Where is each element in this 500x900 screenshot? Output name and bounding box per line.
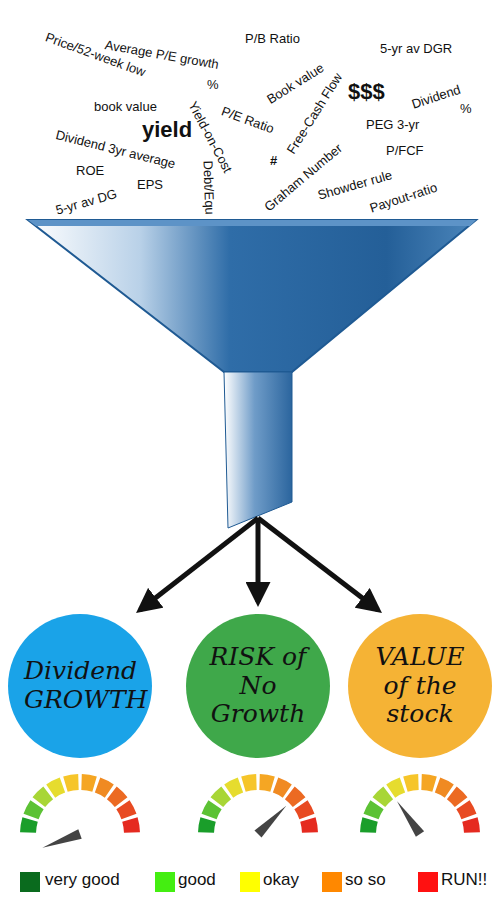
gauge-segment: [81, 774, 97, 792]
gauge-segment: [20, 817, 38, 833]
legend-text: so so: [345, 870, 386, 890]
gauge-needle: [42, 829, 81, 847]
circle-text: RISK of No Growth: [198, 643, 318, 729]
gauge-segment: [198, 817, 216, 833]
metric-word: 5-yr av DGR: [380, 42, 452, 55]
circle-text: VALUE of the stock: [361, 643, 479, 729]
gauge-segment: [224, 778, 243, 798]
gauges: [20, 774, 480, 848]
metric-word: P/E Ratio: [220, 104, 276, 135]
gauge-segment: [360, 817, 378, 833]
legend-text: good: [178, 870, 216, 890]
gauge-segment: [241, 774, 257, 792]
metric-word: book value: [94, 100, 157, 113]
legend-swatch: [20, 872, 40, 892]
metric-word: %: [207, 78, 219, 91]
metric-word: PEG 3-yr: [366, 118, 419, 131]
gauge-segment: [386, 778, 405, 798]
circle-text: Dividend GROWTH: [24, 657, 136, 715]
category-circle: VALUE of the stock: [348, 614, 492, 758]
legend-swatch: [418, 872, 438, 892]
legend-text: very good: [45, 870, 120, 890]
gauge-segment: [462, 817, 480, 833]
category-circle: Dividend GROWTH: [8, 614, 152, 758]
metric-word: Debt/Equ: [202, 160, 217, 215]
metric-word: Showder rule: [316, 168, 393, 202]
gauge-segment: [456, 800, 476, 819]
metric-word: %: [460, 102, 472, 115]
gauge-segment: [63, 774, 79, 792]
metric-word: P/B Ratio: [245, 32, 300, 45]
gauge-segment: [116, 800, 136, 819]
funnel-cone: [28, 220, 476, 372]
legend-swatch: [240, 872, 260, 892]
gauge-segment: [421, 774, 437, 792]
gauge-needle: [254, 806, 286, 838]
legend-swatch: [155, 872, 175, 892]
category-circle: RISK of No Growth: [186, 614, 330, 758]
metric-word: $$$: [348, 81, 385, 103]
metric-word: Graham Number: [262, 141, 345, 213]
legend-text: RUN!!: [441, 870, 487, 890]
metric-word: EPS: [137, 178, 163, 191]
gauge-segment: [403, 774, 419, 792]
gauge-segment: [300, 817, 318, 833]
metric-word: ROE: [76, 164, 104, 177]
metric-word: Payout-ratio: [368, 180, 439, 214]
gauge-segment: [259, 774, 275, 792]
metric-word: Dividend: [410, 82, 462, 110]
metric-word: yield: [142, 119, 192, 141]
gauge-segment: [46, 778, 65, 798]
legend-text: okay: [263, 870, 299, 890]
funnel-spout: [224, 372, 292, 528]
metric-word: P/FCF: [386, 144, 424, 157]
split-arrows: [140, 518, 378, 610]
gauge-segment: [294, 800, 314, 819]
funnel-rim: [28, 220, 476, 226]
gauge-needle: [397, 801, 424, 837]
metric-word: #: [270, 154, 277, 167]
gauge-segment: [122, 817, 140, 833]
legend-swatch: [322, 872, 342, 892]
metric-word: 5-yr av DG: [54, 186, 118, 216]
